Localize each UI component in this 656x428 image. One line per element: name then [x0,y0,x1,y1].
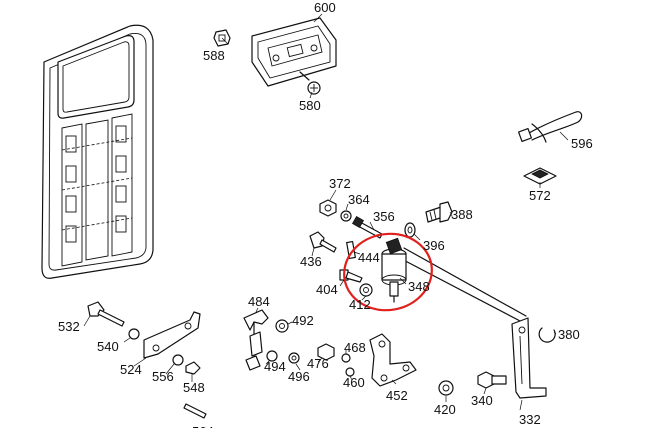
bracket-332 [511,317,547,399]
link-484 [243,309,269,371]
label-444: 444 [358,250,380,265]
cable-tie-596 [517,111,583,143]
label-468: 468 [344,340,366,355]
lamp-assembly [251,17,337,87]
label-496: 496 [288,369,310,384]
label-600: 600 [314,0,336,15]
label-484: 484 [248,294,270,309]
label-588: 588 [203,48,225,63]
label-452: 452 [386,388,408,403]
highlight-circle [343,232,433,312]
clip-572 [523,167,557,185]
screw-580 [299,71,321,95]
label-572: 572 [529,188,551,203]
parts-532-548 [87,301,207,419]
door-panel [41,24,154,279]
label-580: 580 [299,98,321,113]
parts-492-476 [266,319,355,377]
lock-mechanism [309,199,527,323]
label-356: 356 [373,209,395,224]
bolt-340 [477,371,507,389]
label-340: 340 [471,393,493,408]
label-372: 372 [329,176,351,191]
label-492: 492 [292,313,314,328]
label-494: 494 [264,359,286,374]
leader-lines [83,13,569,411]
label-332: 332 [519,412,541,427]
label-388: 388 [451,207,473,222]
label-556: 556 [152,369,174,384]
label-364: 364 [348,192,370,207]
label-404: 404 [316,282,338,297]
label-596: 596 [571,136,593,151]
label-380: 380 [558,327,580,342]
label-476: 476 [307,356,329,371]
label-348: 348 [408,279,430,294]
label-412: 412 [349,297,371,312]
label-420: 420 [434,402,456,417]
label-564: 564 [192,424,214,428]
label-460: 460 [343,375,365,390]
label-532: 532 [58,319,80,334]
label-396: 396 [423,238,445,253]
label-436: 436 [300,254,322,269]
label-524: 524 [120,362,142,377]
lever-452 [369,333,417,387]
washer-420 [438,380,454,396]
part-labels: 600 588 580 596 572 372 364 356 388 396 … [58,0,593,428]
circlip-380 [538,327,556,343]
label-548: 548 [183,380,205,395]
label-540: 540 [97,339,119,354]
